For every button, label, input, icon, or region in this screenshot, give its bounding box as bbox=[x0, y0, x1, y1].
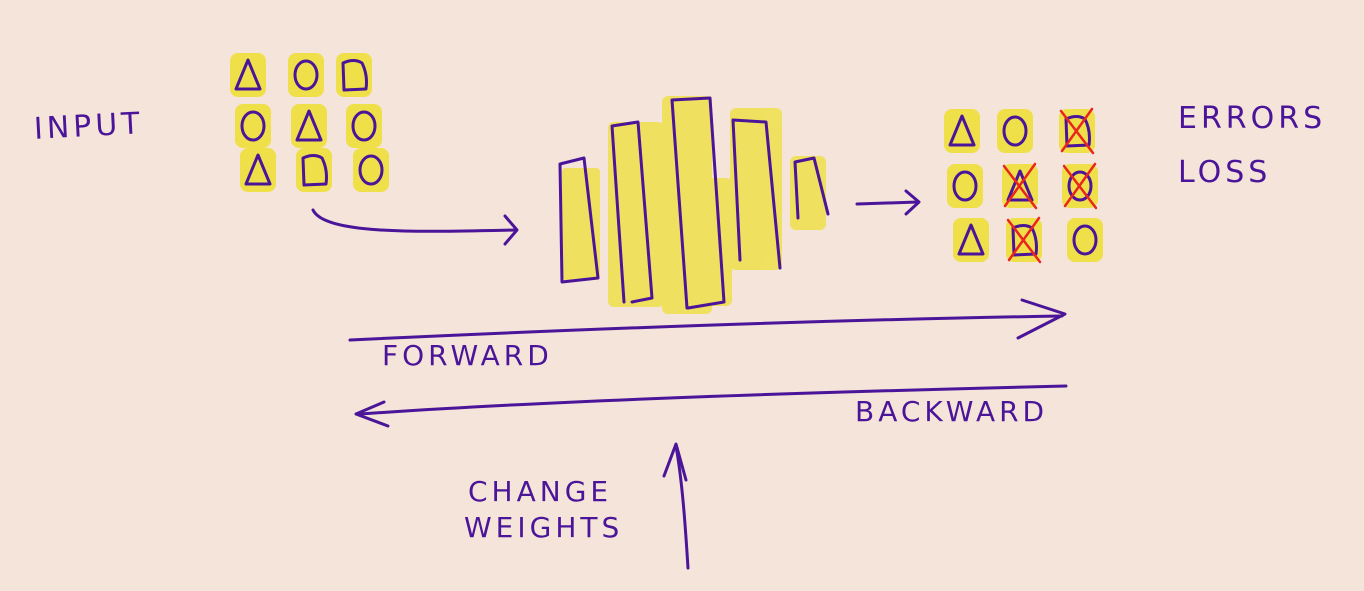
circle-shape bbox=[240, 110, 266, 142]
backward-label: BACKWARD bbox=[855, 395, 1049, 428]
shape-highlight bbox=[947, 164, 983, 208]
triangle-shape bbox=[295, 109, 323, 142]
forward-label: FORWARD bbox=[382, 339, 553, 372]
weights-label: WEIGHTS bbox=[464, 511, 624, 544]
output-cell bbox=[1059, 107, 1095, 155]
backward-arrow bbox=[358, 384, 1068, 416]
output-cell bbox=[997, 109, 1033, 153]
backward-arrow-head bbox=[354, 400, 390, 428]
input-cell bbox=[240, 148, 276, 192]
input-cell bbox=[346, 104, 382, 148]
shape-highlight bbox=[288, 53, 324, 97]
change-weights-arrow-head bbox=[662, 442, 688, 482]
errors-label: ERRORS bbox=[1178, 101, 1327, 136]
shape-highlight bbox=[944, 109, 980, 153]
network-layer-3 bbox=[670, 96, 726, 310]
shape-highlight bbox=[1067, 218, 1103, 262]
shape-highlight bbox=[235, 104, 271, 148]
circle-shape bbox=[1072, 224, 1098, 256]
output-arrow-head bbox=[904, 189, 921, 216]
triangle-shape bbox=[1006, 169, 1034, 202]
input-cell bbox=[288, 53, 324, 97]
output-cell bbox=[947, 164, 983, 208]
shape-highlight bbox=[291, 104, 327, 148]
output-grid bbox=[944, 107, 1103, 264]
output-cell bbox=[953, 218, 989, 262]
error-cross-mark bbox=[1060, 107, 1094, 153]
shape-highlight bbox=[230, 53, 266, 97]
error-cross-mark bbox=[1007, 216, 1041, 262]
network-layer-5 bbox=[793, 156, 830, 220]
input-cell bbox=[235, 104, 271, 148]
output-cell bbox=[944, 109, 980, 153]
network-layer-2 bbox=[610, 120, 654, 304]
output-cell bbox=[1067, 218, 1103, 262]
shape-highlight bbox=[997, 109, 1033, 153]
circle-shape bbox=[358, 154, 384, 186]
forward-arrow bbox=[348, 314, 1064, 342]
forward-arrow-head bbox=[1016, 298, 1067, 340]
input-arrow-head bbox=[503, 214, 519, 246]
circle-shape bbox=[293, 59, 319, 91]
circle-shape bbox=[1002, 115, 1028, 147]
input-grid bbox=[230, 53, 389, 192]
network-model bbox=[558, 96, 830, 314]
output-cell bbox=[1006, 216, 1042, 264]
triangle-shape bbox=[948, 114, 976, 147]
input-cell bbox=[230, 53, 266, 97]
shape-highlight bbox=[240, 148, 276, 192]
circle-shape bbox=[351, 110, 377, 142]
error-cross-mark bbox=[1063, 162, 1097, 208]
output-arrow bbox=[855, 200, 920, 206]
loss-label: LOSS bbox=[1178, 155, 1272, 190]
output-cell bbox=[1002, 162, 1038, 210]
error-cross-mark bbox=[1003, 162, 1037, 208]
network-layer-1 bbox=[558, 156, 600, 284]
circle-shape bbox=[1067, 170, 1093, 202]
circle-shape bbox=[952, 170, 978, 202]
triangle-shape bbox=[244, 153, 272, 186]
output-cell bbox=[1062, 162, 1098, 210]
shape-highlight bbox=[346, 104, 382, 148]
square-shape bbox=[341, 59, 368, 92]
input-label: INPUT bbox=[33, 106, 145, 147]
network-layer-4 bbox=[731, 118, 782, 270]
triangle-shape bbox=[234, 58, 262, 91]
shape-highlight bbox=[353, 148, 389, 192]
shape-highlight bbox=[953, 218, 989, 262]
input-cell bbox=[291, 104, 327, 148]
square-shape bbox=[301, 154, 328, 187]
input-arrow bbox=[311, 208, 517, 233]
triangle-shape bbox=[957, 223, 985, 256]
input-cell bbox=[336, 53, 372, 97]
change-label: CHANGE bbox=[468, 475, 613, 508]
input-cell bbox=[353, 148, 389, 192]
change-weights-arrow bbox=[674, 444, 690, 570]
input-cell bbox=[296, 148, 332, 192]
